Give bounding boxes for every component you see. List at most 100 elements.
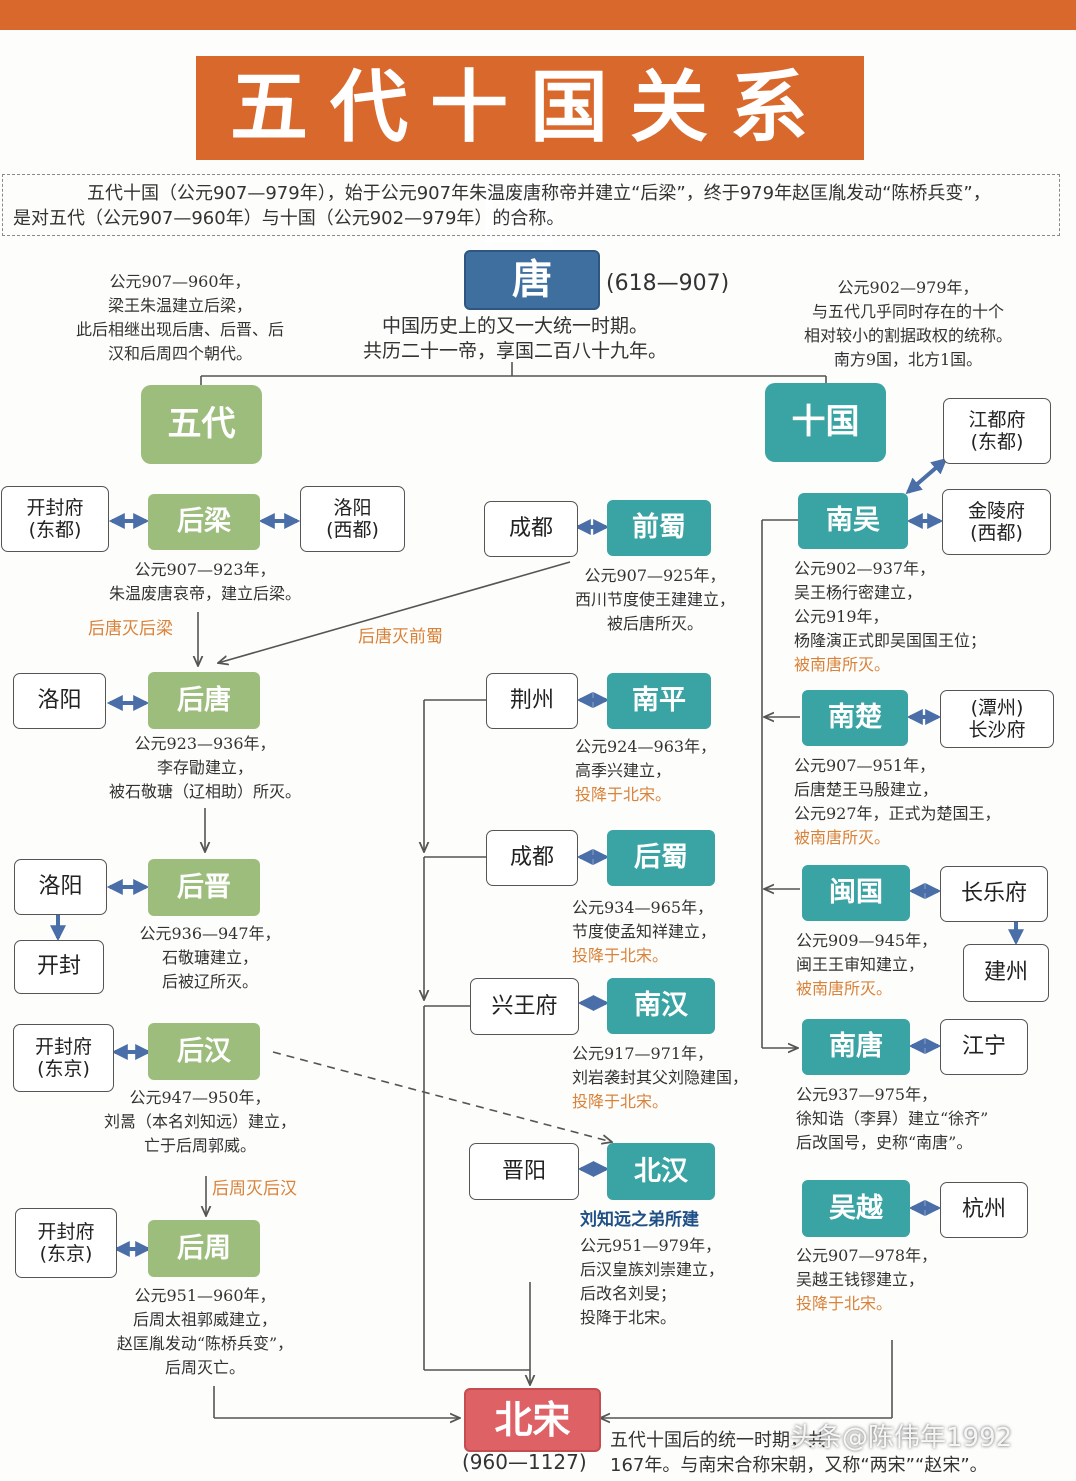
note-line: 闽王王审知建立， [796,955,925,974]
nantang-note: 公元937—975年， 徐知诰（李昪）建立“徐齐” 后改国号，史称“南唐”。 [796,1083,988,1155]
tang-desc: 中国历史上的又一大统一时期。 共历二十一帝，享国二百八十九年。 [360,314,670,364]
tang-desc-1: 中国历史上的又一大统一时期。 [381,315,648,337]
wudai-note: 公元907—960年， 梁王朱温建立后梁， 此后相继出现后唐、后晋、后 汉和后周… [40,270,320,366]
note-line: 公元947—950年， [129,1088,271,1107]
houliang-note: 公元907—923年， 朱温废唐哀帝，建立后梁。 [60,558,350,606]
houtang-capital: 洛阳 [13,673,106,729]
houshu-capital: 成都 [486,830,578,886]
wuyue-capital: 杭州 [940,1182,1028,1238]
note-line: 汉和后周四个朝代。 [107,344,252,363]
beisong-desc: 五代十国后的统一时期，共 167年。与南宋合称宋朝，又称“两宋”“赵宋”。 [610,1428,988,1478]
beihan-box: 北汉 [607,1143,715,1200]
nanping-note: 公元924—963年， 高季兴建立， 投降于北宋。 [575,735,716,807]
note-line: 吴越王钱镠建立， [796,1270,925,1289]
note-line: 南方9国，北方1国。 [833,350,983,369]
houhan-capital: 开封府 (东京) [13,1024,114,1092]
shiguo-box: 十国 [765,383,886,462]
note-line: 后周太祖郭威建立， [132,1310,277,1329]
nanping-box: 南平 [607,673,711,729]
beisong-desc-1: 五代十国后的统一时期，共 [610,1430,826,1451]
tang-desc-2: 共历二十一帝，享国二百八十九年。 [362,340,667,362]
note-line: 此后相继出现后唐、后晋、后 [75,320,284,339]
intro-line-1: 五代十国（公元907—979年），始于公元907年朱温废唐称帝并建立“后梁”，终… [87,183,991,204]
note-line: 公元936—947年， [139,924,281,943]
note-line: 公元919年， [794,607,889,626]
note-end: 被南唐所灭。 [796,979,893,998]
note-line: 后改名刘旻； [580,1284,677,1303]
minguo-note: 公元909—945年， 闽王王审知建立， 被南唐所灭。 [796,929,937,1001]
note-line: 高季兴建立， [575,761,672,780]
nanhan-note: 公元917—971年， 刘岩袭封其父刘隐建国， 投降于北宋。 [572,1042,748,1114]
note-line: 公元923—936年， [134,734,276,753]
page-title: 五代十国关系图 [196,56,864,257]
houjin-capital-2: 开封 [14,940,104,994]
note-line: 投降于北宋。 [580,1308,677,1327]
note-line: 后汉皇族刘崇建立， [580,1260,725,1279]
intro-text: 五代十国（公元907—979年），始于公元907年朱温废唐称帝并建立“后梁”，终… [2,174,1060,236]
houliang-capital-west: 洛阳 (西都) [300,486,405,552]
intro-line-2: 是对五代（公元907—960年）与十国（公元902—979年）的合称。 [13,208,565,229]
note-line: 公元907—925年， [584,566,726,585]
note-end: 被南唐所灭。 [794,828,891,847]
beisong-box: 北宋 [464,1388,601,1452]
note-line: 李存勖建立， [156,758,253,777]
qianshu-note: 公元907—925年， 西川节度使王建建立， 被后唐所灭。 [540,564,770,636]
beihan-note: 公元951—979年， 后汉皇族刘崇建立， 后改名刘旻； 投降于北宋。 [580,1234,724,1330]
houhan-box: 后汉 [148,1023,260,1080]
note-line: 公元927年，正式为楚国王， [794,804,1001,823]
note-line: 公元907—978年， [796,1246,938,1265]
nanwu-box: 南吴 [798,493,908,549]
note-end: 投降于北宋。 [572,1092,669,1111]
qianshu-capital: 成都 [484,501,578,557]
note-line: 公元907—960年， [109,272,251,291]
minguo-box: 闽国 [802,865,910,921]
wuyue-box: 吴越 [802,1180,910,1237]
nanchu-note: 公元907—951年， 后唐楚王马殷建立， 公元927年，正式为楚国王， 被南唐… [794,754,1001,850]
note-line: 被石敬瑭（辽相助）所灭。 [108,782,301,801]
note-line: 赵匡胤发动“陈桥兵变”， [116,1334,294,1353]
note-line: 公元951—979年， [580,1236,722,1255]
note-line: 刘岩袭封其父刘隐建国， [572,1068,749,1087]
note-line: 公元937—975年， [796,1085,938,1104]
beisong-desc-2: 167年。与南宋合称宋朝，又称“两宋”“赵宋”。 [610,1455,988,1476]
minguo-capital-1: 长乐府 [940,866,1048,922]
note-line: 公元909—945年， [796,931,938,950]
nantang-box: 南唐 [802,1019,910,1075]
nanwu-capital-east: 江都府 (东都) [943,398,1051,464]
note-end: 投降于北宋。 [796,1294,893,1313]
note-line: 相对较小的割据政权的统称。 [803,326,1012,345]
houjin-note: 公元936—947年， 石敬瑭建立， 后被辽所灭。 [110,922,310,994]
nanhan-box: 南汉 [607,978,715,1034]
houzhou-box: 后周 [148,1220,260,1277]
top-bar [0,0,1076,30]
wudai-box: 五代 [141,385,262,464]
houhan-note: 公元947—950年， 刘暠（本名刘知远）建立， 亡于后周郭威。 [70,1086,330,1158]
houtang-box: 后唐 [148,672,260,729]
note-line: 被后唐所灭。 [606,614,703,633]
note-end: 被南唐所灭。 [794,655,891,674]
note-line: 与五代几乎同时存在的十个 [811,302,1004,321]
shiguo-note: 公元902—979年， 与五代几乎同时存在的十个 相对较小的割据政权的统称。 南… [778,276,1038,372]
note-line: 节度使孟知祥建立， [572,922,717,941]
beihan-subtitle: 刘知远之弟所建 [580,1210,699,1230]
note-line: 西川节度使王建建立， [574,590,735,609]
watermark: 头条@陈伟年1992 [790,1423,1013,1453]
note-line: 公元902—979年， [837,278,979,297]
note-line: 公元951—960年， [134,1286,276,1305]
houliang-capital-east: 开封府 (东都) [1,486,109,552]
houzhou-capital: 开封府 (东京) [15,1208,117,1278]
note-line: 石敬瑭建立， [161,948,258,967]
note-line: 后被辽所灭。 [161,972,258,991]
note-line: 公元907—951年， [794,756,936,775]
note-line: 公元907—923年， [134,560,276,579]
wuyue-note: 公元907—978年， 吴越王钱镠建立， 投降于北宋。 [796,1244,937,1316]
note-line: 后唐楚王马殷建立， [794,780,939,799]
houtang-conquers-qianshu-label: 后唐灭前蜀 [358,627,443,647]
nantang-capital: 江宁 [940,1019,1028,1075]
tang-box: 唐 [464,250,600,310]
nanwu-capital-west: 金陵府 (西都) [942,489,1051,555]
nanwu-note: 公元902—937年， 吴王杨行密建立， 公元919年， 杨隆演正式即吴国国王位… [794,557,986,677]
note-line: 后周灭亡。 [164,1358,245,1377]
note-line: 吴王杨行密建立， [794,583,923,602]
